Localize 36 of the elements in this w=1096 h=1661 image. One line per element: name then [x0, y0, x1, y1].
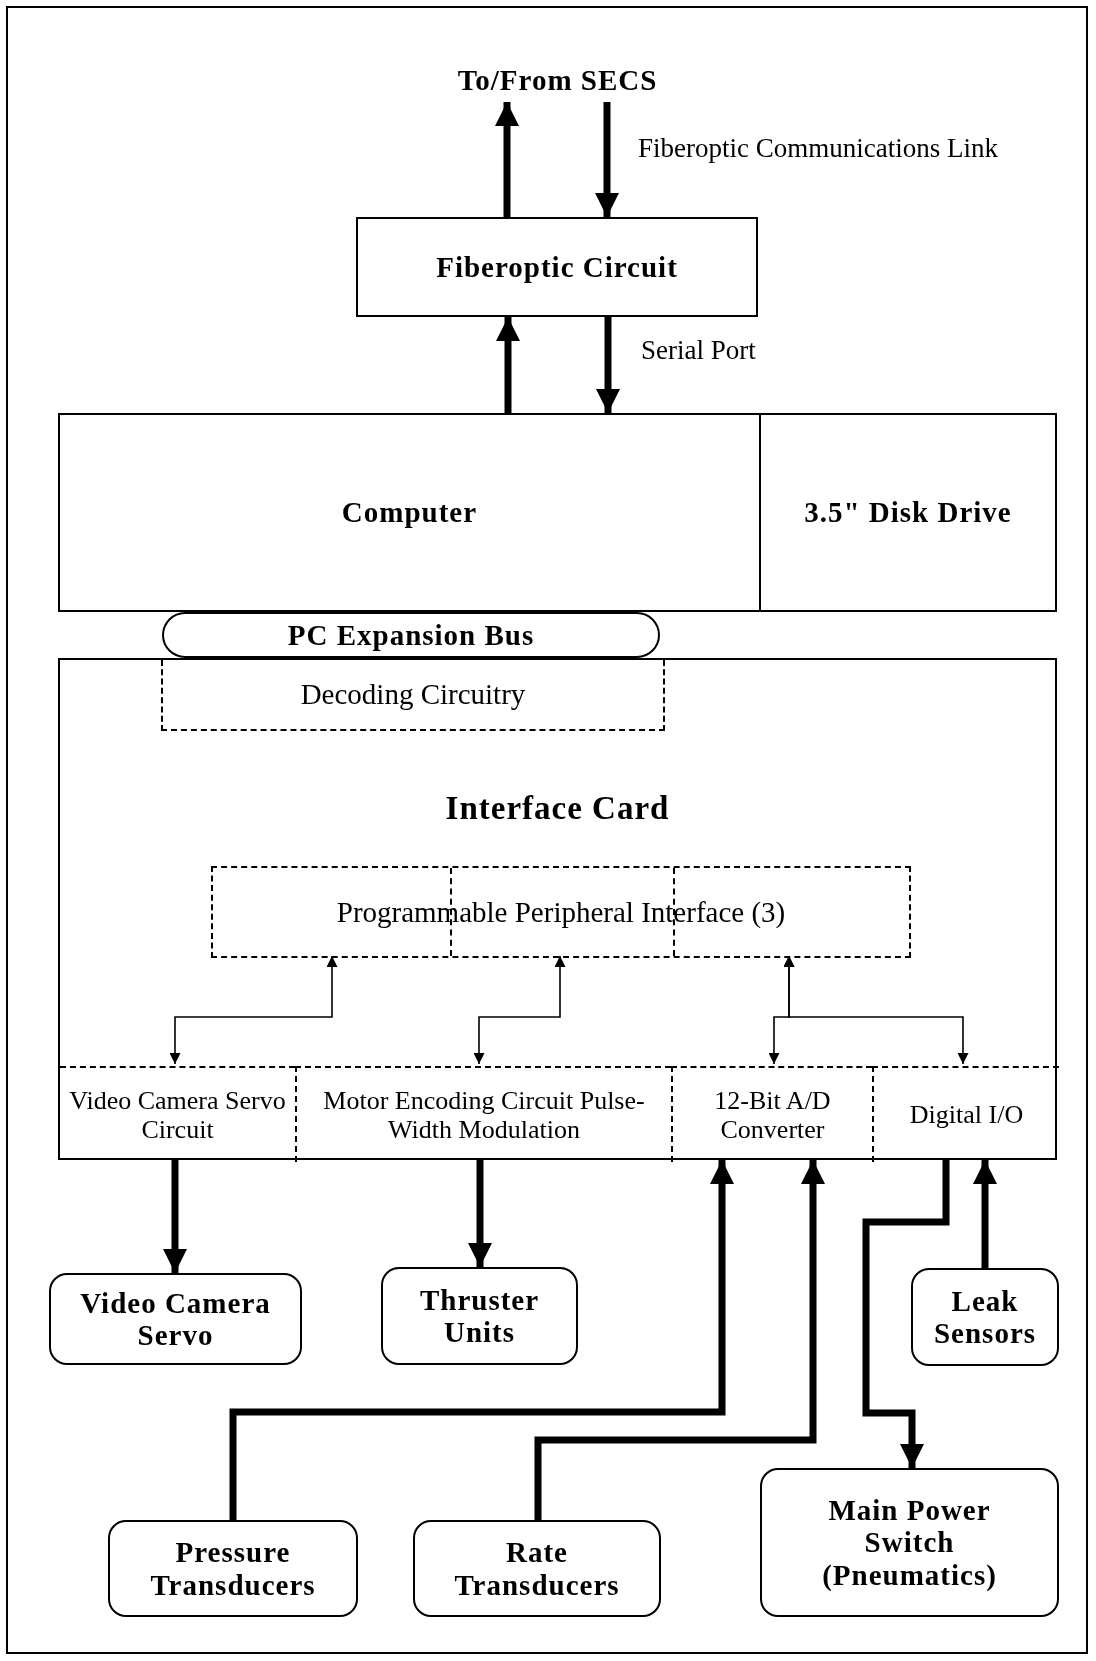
card-panel	[58, 658, 1057, 1160]
box-label: PC Expansion Bus	[287, 618, 535, 652]
box-label: Fiberoptic Circuit	[436, 250, 678, 284]
box-label: Video Camera Servo	[79, 1286, 272, 1352]
box-label: Computer	[341, 496, 478, 529]
card-title: Interface Card	[444, 790, 671, 827]
box-label: To/From SECS	[457, 63, 658, 97]
box-label: Leak Sensors	[933, 1284, 1037, 1350]
dashed-box	[161, 660, 665, 731]
box-label: Decoding Circuitry	[300, 678, 526, 711]
dashed-box	[211, 866, 911, 958]
box-label: 3.5" Disk Drive	[804, 496, 1012, 529]
dashed-box	[671, 1066, 872, 1162]
double-arrow	[473, 955, 566, 1065]
box-label: Video Camera Servo Circuit	[68, 1085, 287, 1145]
process-box	[759, 413, 1057, 612]
box-label: Digital I/O	[908, 1100, 1025, 1130]
bus-bar	[162, 612, 660, 658]
device-box	[108, 1520, 358, 1617]
device-box	[911, 1268, 1059, 1366]
double-arrow	[783, 955, 969, 1065]
box-label: Main Power Switch (Pneumatics)	[821, 1493, 998, 1592]
dashed-box	[872, 1066, 1059, 1162]
double-arrow	[169, 955, 338, 1065]
device-box	[381, 1267, 578, 1365]
box-label: Thruster Units	[418, 1283, 541, 1349]
dashed-box	[295, 1066, 671, 1162]
box-label: Motor Encoding Circuit Pulse-Width Modulation	[322, 1085, 646, 1145]
box-label: Pressure Transducers	[149, 1536, 317, 1601]
box-label: Programmable Peripheral Interface (3)	[335, 895, 787, 929]
box-label: 12-Bit A/D Converter	[713, 1085, 832, 1145]
device-box	[413, 1520, 661, 1617]
box-label: Rate Transducers	[453, 1536, 621, 1601]
process-box	[356, 217, 758, 317]
device-box	[49, 1273, 302, 1365]
device-box	[760, 1468, 1059, 1617]
